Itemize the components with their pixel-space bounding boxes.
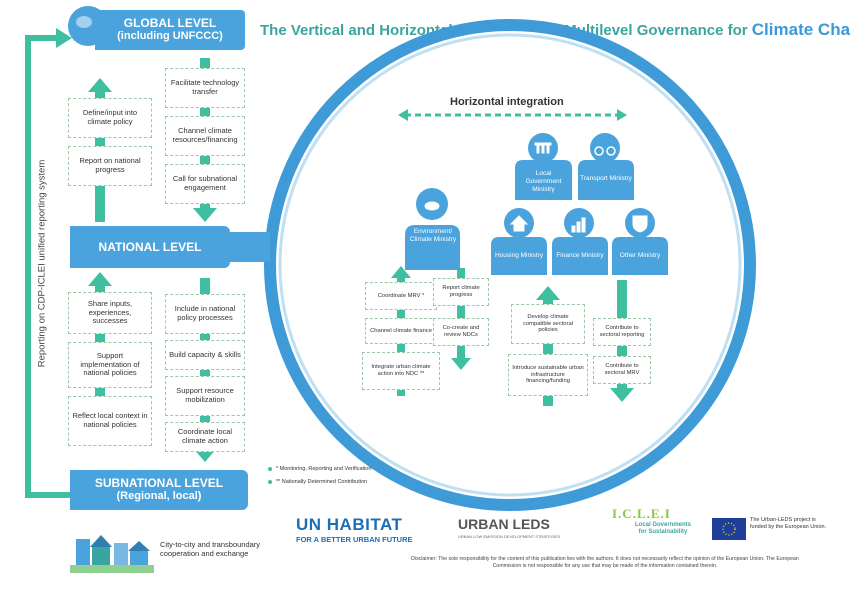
box-integrate-ndc: Integrate urban climate action into NDC … <box>362 352 440 390</box>
global-level-banner: GLOBAL LEVEL (including UNFCCC) <box>95 10 245 50</box>
box-report-progress: Report on national progress <box>68 146 152 186</box>
bar-chart-icon <box>571 225 576 233</box>
title-highlight: Climate Change <box>751 20 850 39</box>
horizontal-integration-label: Horizontal integration <box>450 96 564 108</box>
box-infrastructure-financing: Introduce sustainable urban infrastructu… <box>508 354 588 396</box>
box-share-inputs: Share inputs, experiences, successes <box>68 292 152 334</box>
horizontal-arrow-right-head <box>617 109 627 121</box>
box-subnational-engagement: Call for subnational engagement <box>165 164 245 204</box>
env-left-arrowhead <box>391 266 411 278</box>
iclei-logo-sub: Local Governments for Sustainability <box>634 522 691 535</box>
subnational-level-title: SUBNATIONAL LEVEL <box>94 476 224 490</box>
global-level-subtitle: (including UNFCCC) <box>117 30 223 42</box>
upper-right-arrowhead <box>193 208 217 222</box>
env-right-shaft <box>457 268 465 358</box>
iclei-logo-main: I.C.L.E.I <box>612 506 671 521</box>
box-channel-resources: Channel climate resources/financing <box>165 116 245 156</box>
lower-left-arrowhead <box>88 272 112 286</box>
cloud-icon <box>424 201 440 211</box>
other-ministry-body <box>612 237 668 275</box>
horizontal-circle-inner <box>278 33 742 497</box>
box-build-capacity: Build capacity & skills <box>165 340 245 370</box>
ministry-housing: Housing Ministry <box>494 252 544 259</box>
box-cocreate-ndcs: Co-create and review NDCs <box>433 318 489 346</box>
ministry-transport: Transport Ministry <box>580 175 632 182</box>
box-resource-mobilization: Support resource mobilization <box>165 376 245 416</box>
box-support-implementation: Support implementation of national polic… <box>68 342 152 388</box>
unhabitat-logo-main: UN HABITAT <box>296 515 403 534</box>
ministry-finance: Finance Ministry <box>556 252 604 259</box>
city-cooperation-label: City-to-city and transboundary cooperati… <box>160 540 261 559</box>
eu-flag-icon <box>712 518 746 540</box>
city-illustration <box>70 535 154 573</box>
horizontal-arrow-left-head <box>398 109 408 121</box>
subnational-level-banner: SUBNATIONAL LEVEL (Regional, local) <box>70 470 248 510</box>
transport-ministry-body <box>578 160 634 200</box>
ministry-environment: Environment/ Climate Ministry <box>409 228 457 243</box>
finance-ministry-body <box>552 237 608 275</box>
disclaimer: Disclaimer: The sole responsibility for … <box>411 556 799 570</box>
transport-ministry-head <box>590 133 620 163</box>
housing-ministry-body <box>491 237 547 275</box>
box-coordinate-local: Coordinate local climate action <box>165 422 245 452</box>
box-define-input: Define/input into climate policy <box>68 98 152 138</box>
side-label: Reporting on CDP-ICLEI unified reporting… <box>36 159 48 368</box>
unhabitat-logo-sub: FOR A BETTER URBAN FUTURE <box>296 535 413 544</box>
finance-shaft <box>543 300 553 406</box>
unhabitat-logo: UN HABITAT FOR A BETTER URBAN FUTURE <box>296 515 431 544</box>
urbanleds-logo-main: URBAN LEDS <box>458 516 550 532</box>
localgov-ministry-body <box>515 160 572 200</box>
legend-ndc: ** Nationally Determined Contribution <box>268 479 367 485</box>
feedback-arrow-path <box>25 35 70 498</box>
finance-arrowhead <box>536 286 560 300</box>
bicycle-icon <box>594 146 604 156</box>
subnational-level-subtitle: (Regional, local) <box>116 490 202 502</box>
box-include-policy: Include in national policy processes <box>165 294 245 334</box>
box-channel-finance: Channel climate finance <box>365 318 437 344</box>
env-right-arrowhead <box>451 358 471 370</box>
legend-mrv: * Monitoring, Reporting and Verification <box>268 466 371 472</box>
feedback-arrowhead <box>56 28 72 48</box>
urbanleds-logo-sub: URBAN LOW EMISSION DEVELOPMENT STRATEGIE… <box>458 534 561 539</box>
upper-left-arrowhead <box>88 78 112 92</box>
eu-funding-text: The Urban-LEDS project is funded by the … <box>750 517 827 530</box>
box-technology-transfer: Facilitate technology transfer <box>165 68 245 108</box>
shield-icon <box>632 215 648 233</box>
env-ministry-body <box>405 225 460 270</box>
box-sectoral-policies: Develop climate compatible sectoral poli… <box>511 304 585 344</box>
box-sectoral-reporting: Contribute to sectoral reporting <box>593 318 651 346</box>
iclei-logo: I.C.L.E.I Local Governments for Sustaina… <box>612 506 692 536</box>
ministry-local-government: Local Government Ministry <box>525 170 562 193</box>
ministry-other: Other Ministry <box>619 252 661 259</box>
box-report-climate-progress: Report climate progress <box>433 278 489 306</box>
box-sectoral-mrv: Contribute to sectoral MRV <box>593 356 651 384</box>
box-coordinate-mrv: Coordinate MRV * <box>365 282 437 310</box>
urbanleds-logo: URBAN LEDS URBAN LOW EMISSION DEVELOPMEN… <box>458 516 578 539</box>
box-reflect-context: Reflect local context in national polici… <box>68 396 152 446</box>
other-arrowhead <box>610 388 634 402</box>
global-level-title: GLOBAL LEVEL <box>123 16 217 30</box>
national-level-banner: NATIONAL LEVEL <box>70 226 230 268</box>
